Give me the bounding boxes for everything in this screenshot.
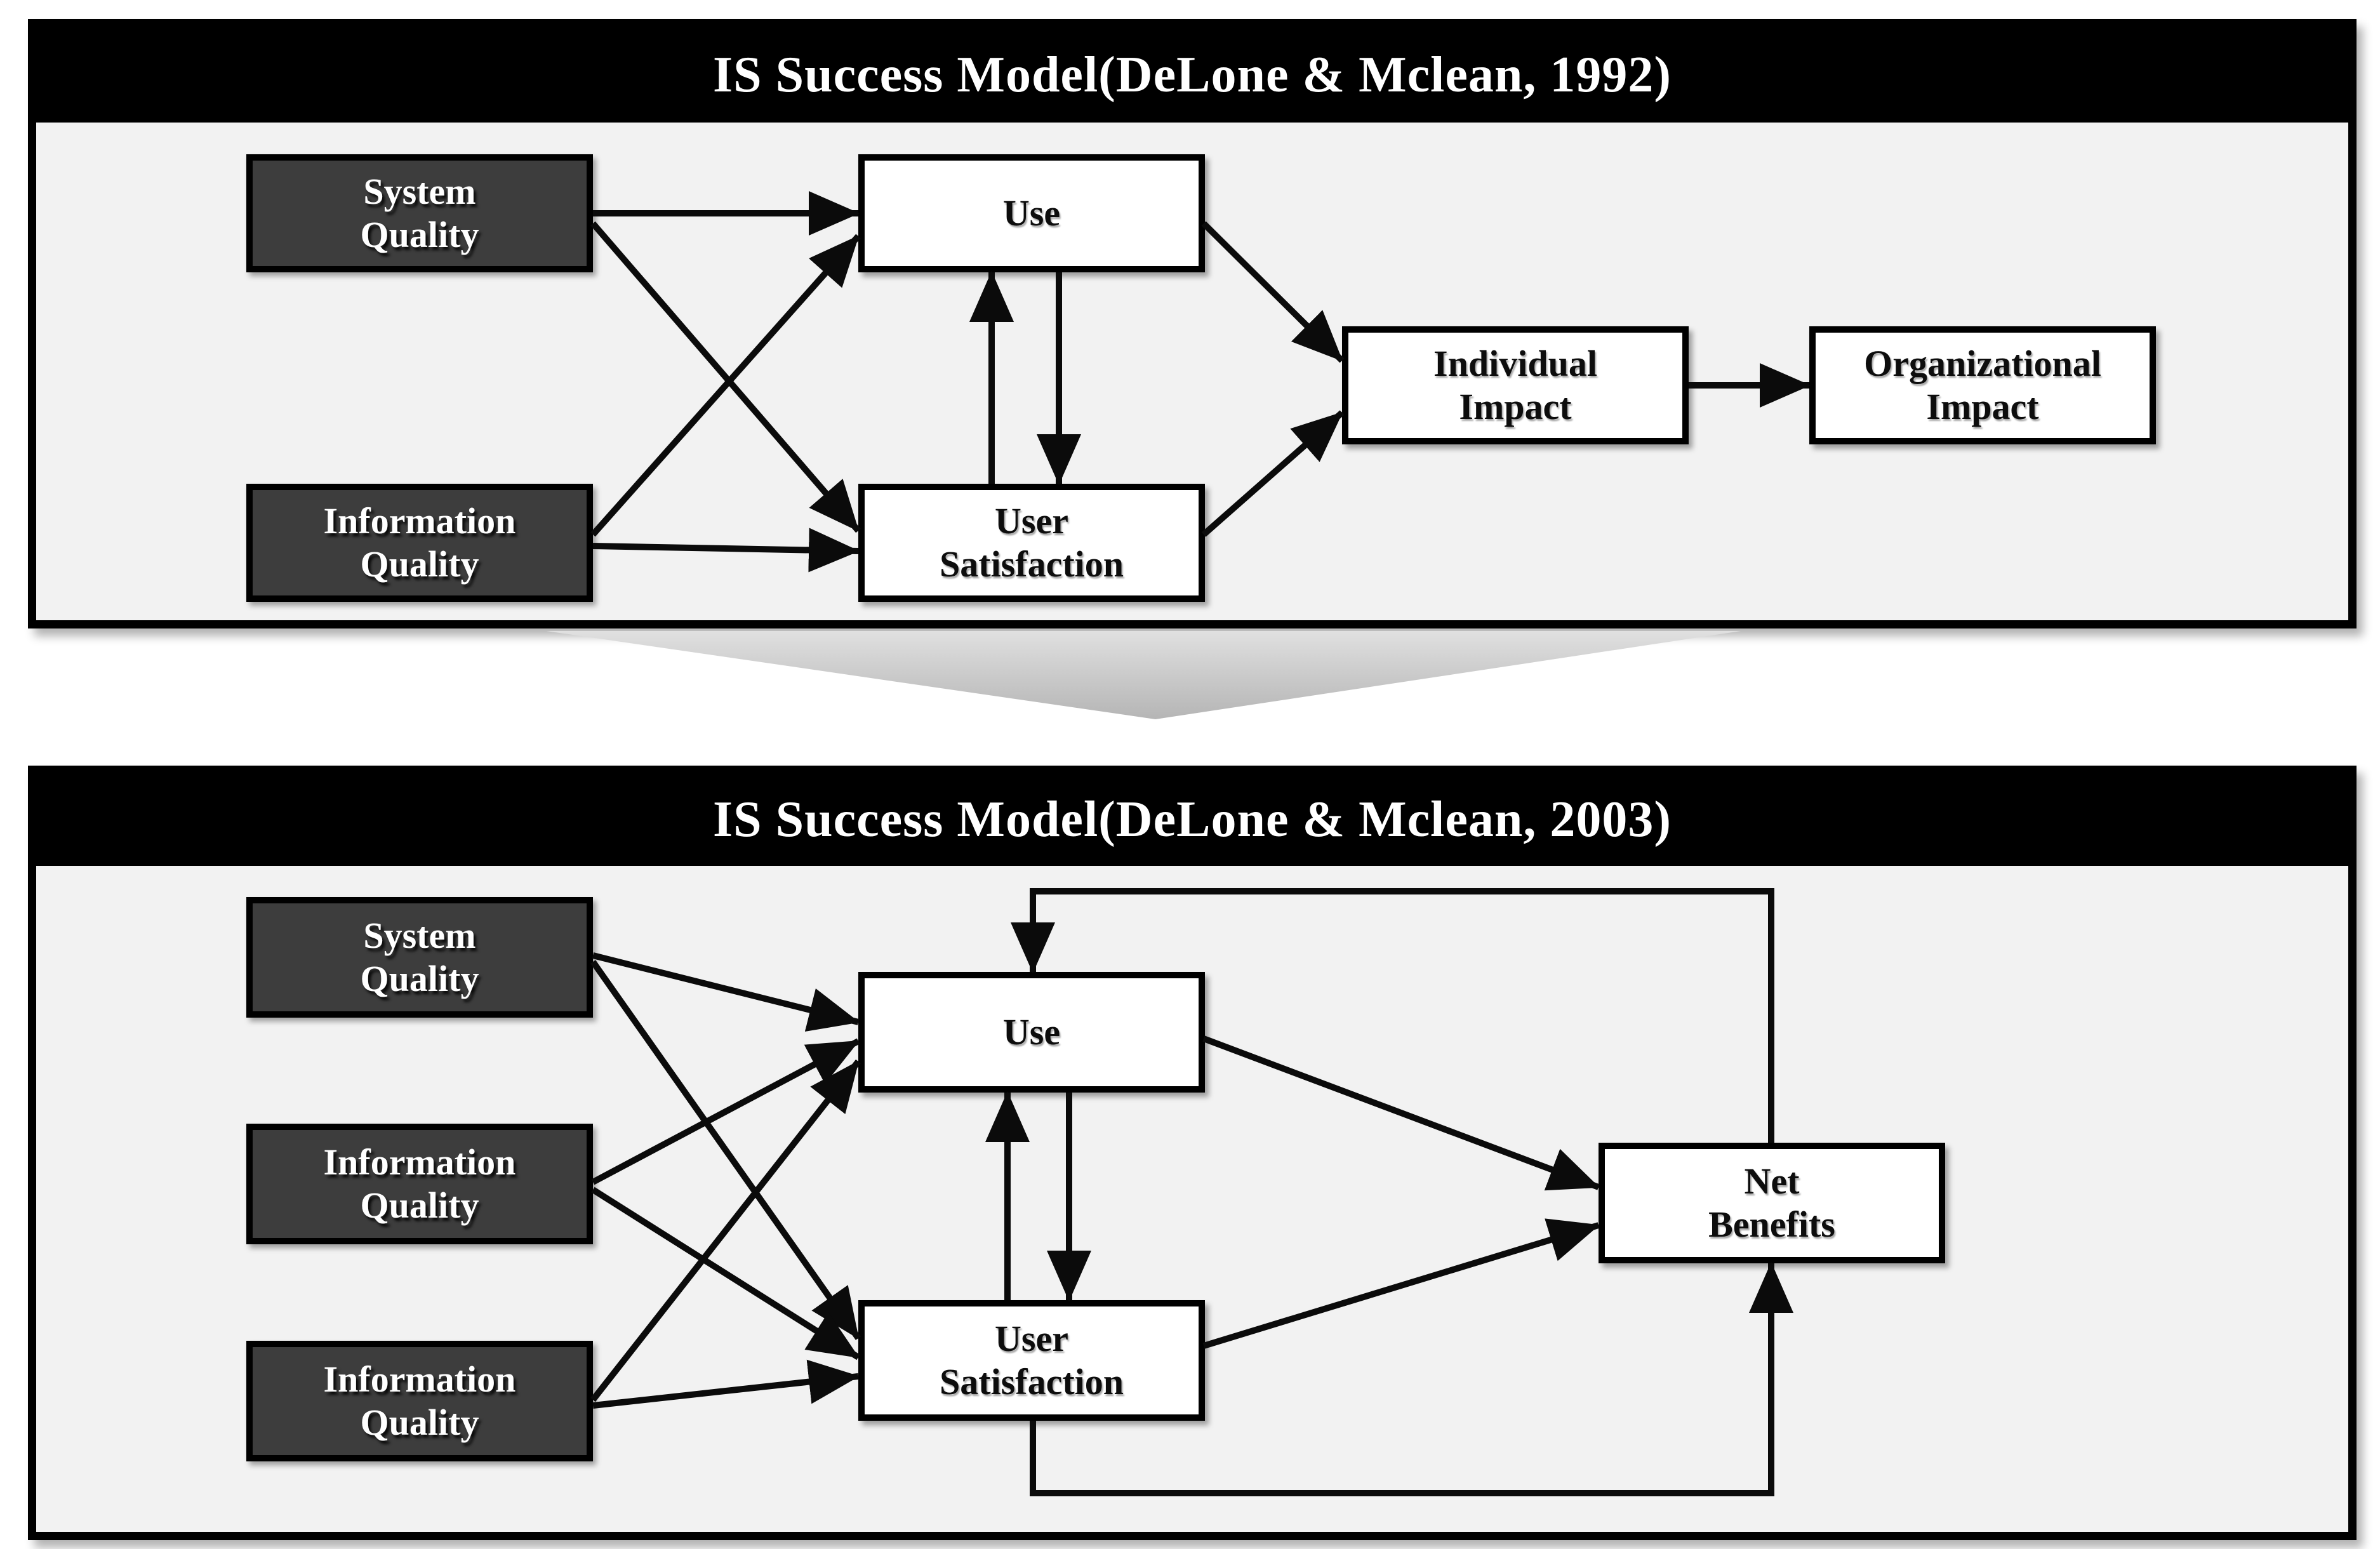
panel-1992-title-bar: IS Success Model(DeLone & Mclean, 1992) [36,27,2348,123]
node-1992-user-satisfaction: User Satisfaction [858,484,1205,602]
node-2003-information-quality-1: Information Quality [246,1124,593,1244]
node-1992-individual-impact: Individual Impact [1342,326,1689,444]
node-2003-net-benefits: Net Benefits [1599,1143,1945,1263]
node-1992-system-quality: System Quality [246,154,593,272]
panel-1992-title: IS Success Model(DeLone & Mclean, 1992) [713,46,1672,103]
node-2003-information-quality-2: Information Quality [246,1341,593,1461]
chevron-down-transition-icon [547,631,1741,719]
panel-2003-title: IS Success Model(DeLone & Mclean, 2003) [713,792,1672,848]
node-2003-user-satisfaction: User Satisfaction [858,1300,1205,1421]
node-1992-organizational-impact: Organizational Impact [1809,326,2156,444]
node-2003-use: Use [858,972,1205,1093]
node-1992-use: Use [858,154,1205,272]
node-2003-system-quality: System Quality [246,897,593,1018]
panel-2003-title-bar: IS Success Model(DeLone & Mclean, 2003) [36,774,2348,866]
node-1992-information-quality: Information Quality [246,484,593,602]
